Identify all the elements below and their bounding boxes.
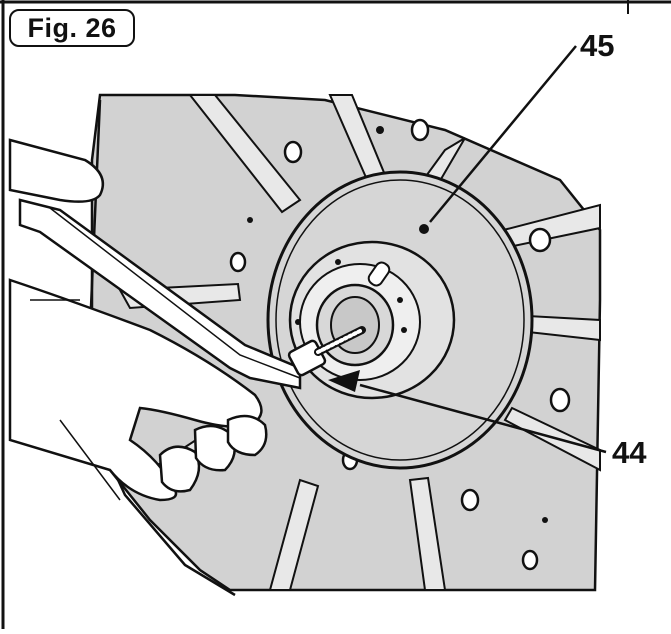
leader-line-44: [359, 383, 607, 454]
rotor-small-holes: [247, 126, 548, 523]
figure-label: Fig. 26: [9, 9, 135, 47]
callout-45: 45: [580, 28, 615, 63]
threaded-bolt: [287, 326, 366, 377]
hand: [8, 138, 268, 502]
pointer-dot-45: [419, 224, 429, 234]
notch-marker: [328, 370, 360, 392]
leader-line-45: [429, 45, 577, 223]
hub: [288, 240, 456, 400]
hex-key: [18, 198, 302, 390]
callout-44: 44: [612, 435, 647, 470]
